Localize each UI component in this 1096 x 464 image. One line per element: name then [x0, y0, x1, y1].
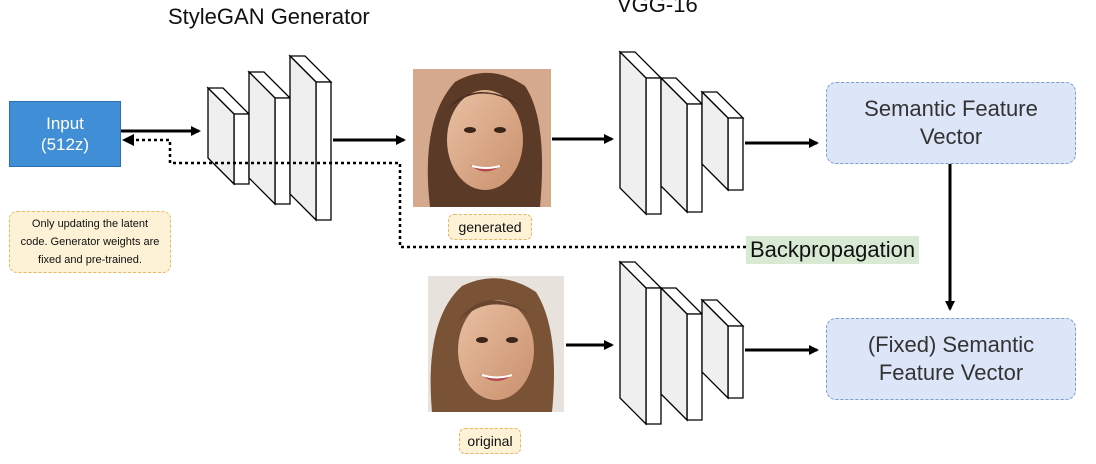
semantic-feature-line-1: Semantic Feature	[864, 96, 1038, 121]
generator-layer-2	[247, 70, 292, 206]
vgg-top-layer-2	[659, 76, 704, 214]
vgg-bottom-layer-3	[700, 298, 745, 400]
generator-layer-1	[206, 86, 251, 186]
generated-caption: generated	[448, 214, 532, 240]
face-photo-original	[428, 276, 564, 412]
backpropagation-label: Backpropagation	[746, 236, 920, 264]
backprop-arrowhead	[122, 134, 134, 146]
vgg-bottom-layer-2	[659, 286, 704, 422]
input-dim: (512z)	[40, 135, 90, 154]
note-line-3: fixed and pre-trained.	[38, 254, 142, 266]
vgg-bottom-layer-1	[618, 260, 663, 426]
vgg-top-layer-3	[700, 90, 745, 192]
vgg-title: VGG-16	[617, 0, 698, 17]
note-line-1: Only updating the latent	[31, 218, 149, 230]
semantic-feature-line-2: Vector	[919, 124, 983, 149]
fixed-semantic-feature-vector: (Fixed) Semantic Feature Vector	[826, 318, 1076, 400]
semantic-feature-vector: Semantic Feature Vector	[826, 82, 1076, 164]
input-label: Input	[46, 114, 84, 133]
stylegan-title: StyleGAN Generator	[168, 4, 370, 29]
input-box: Input (512z)	[9, 101, 121, 167]
face-photo-generated	[413, 69, 551, 207]
vgg-top-layer-1	[618, 50, 663, 216]
fixed-feature-line-2: Feature Vector	[878, 360, 1024, 385]
generator-layer-3	[288, 54, 333, 222]
vgg-block-top	[618, 50, 745, 216]
backprop-path	[128, 138, 746, 249]
vgg-block-bottom	[618, 260, 745, 426]
original-caption: original	[459, 428, 521, 454]
note-line-2: code. Generator weights are	[20, 236, 160, 248]
latent-note: Only updating the latent code. Generator…	[9, 211, 171, 273]
generator-block	[206, 54, 333, 222]
fixed-feature-line-1: (Fixed) Semantic	[867, 332, 1035, 357]
